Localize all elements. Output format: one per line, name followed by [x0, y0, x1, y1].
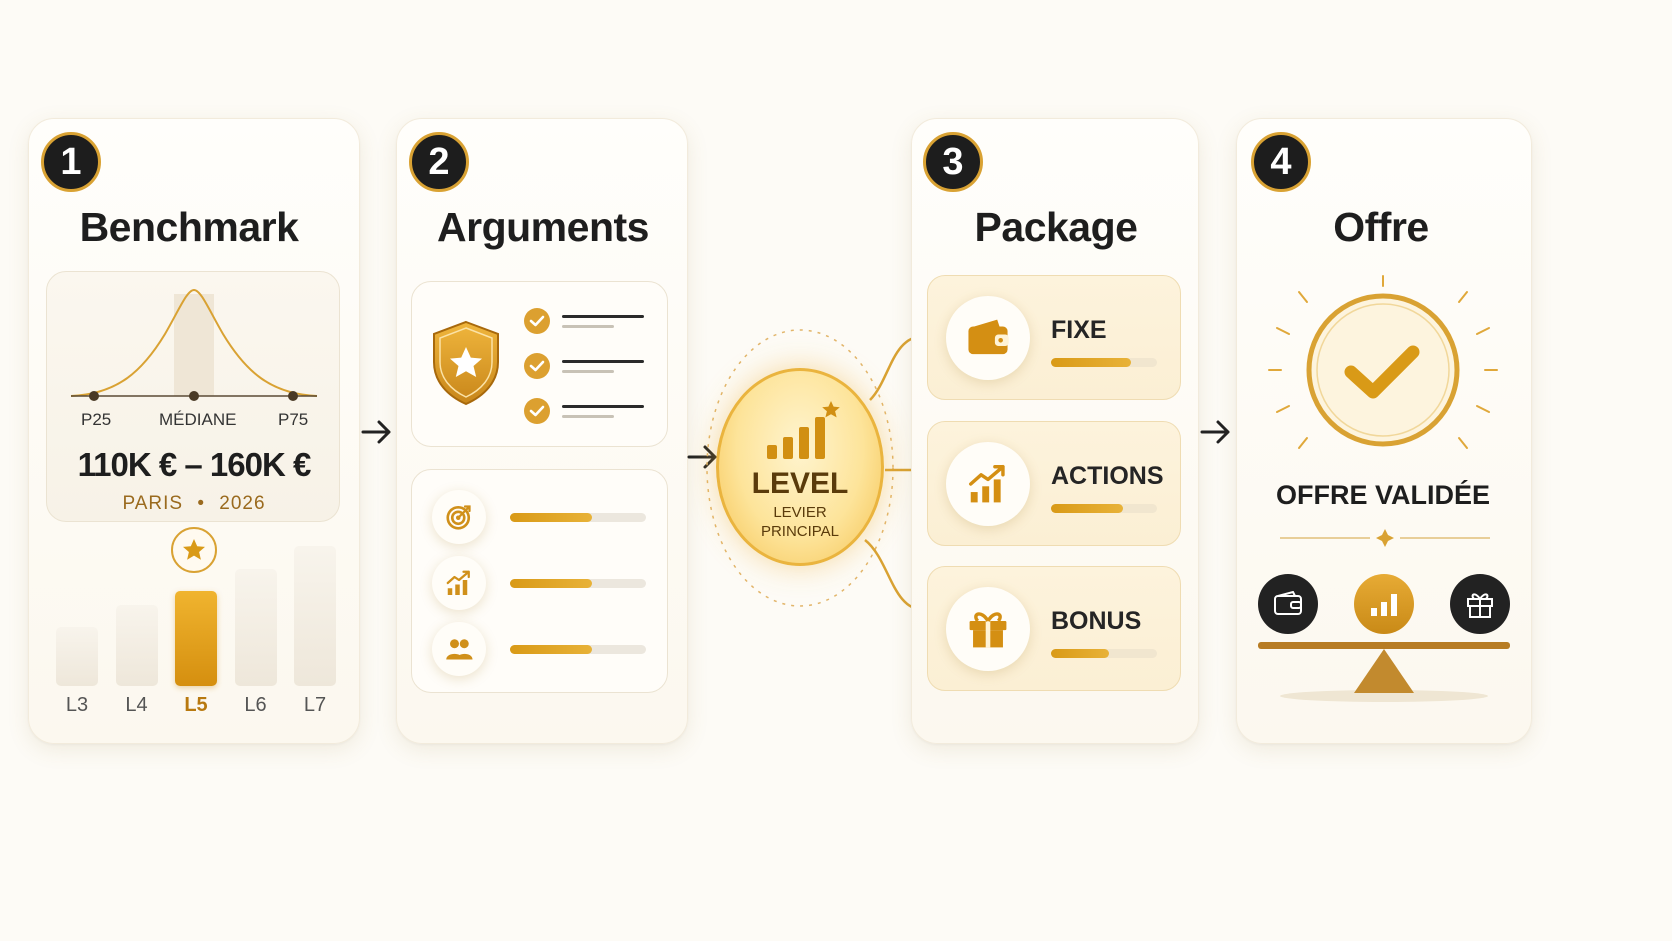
- level-label-l5: L5: [184, 694, 208, 716]
- p25-marker: [89, 391, 99, 401]
- checklist-item: [524, 396, 654, 426]
- checklist-line: [562, 360, 644, 363]
- offer-status-label: OFFRE VALIDÉE: [1275, 480, 1490, 510]
- arguments-progress-panel: [411, 469, 668, 693]
- argument-progress-fill: [510, 579, 592, 588]
- balance-scale: [1258, 642, 1510, 702]
- level-subtitle-line1: LEVIER: [773, 504, 827, 521]
- level-bar-l3: [56, 627, 98, 686]
- argument-progress-track: [510, 513, 646, 522]
- package-label-actions: ACTIONS: [1051, 462, 1164, 490]
- p75-marker: [288, 391, 298, 401]
- level-label-l4: L4: [125, 694, 148, 716]
- package-item-fixe: FIXE: [927, 275, 1181, 400]
- package-item-actions: ACTIONS: [927, 421, 1181, 546]
- level-bar-chart: L3 L4 L5 L6 L7: [46, 527, 346, 730]
- argument-progress-fill: [510, 645, 592, 654]
- team-icon: [432, 622, 486, 676]
- package-progress-fill: [1051, 649, 1109, 658]
- bell-curve: [70, 288, 318, 397]
- step-number-badge-2: 2: [409, 132, 469, 192]
- highlight-star-icon: [171, 527, 217, 573]
- balance-gift-icon: [1450, 574, 1510, 634]
- argument-progress-track: [510, 579, 646, 588]
- growth-chart-icon: [946, 442, 1030, 526]
- balance-bar-chart-icon: [1354, 574, 1414, 634]
- check-icon: [524, 398, 550, 424]
- step-title-offer: Offre: [1333, 204, 1429, 250]
- arrow-right-icon: [361, 420, 391, 444]
- step-title-arguments: Arguments: [437, 204, 649, 250]
- shield-star-icon: [433, 320, 499, 406]
- year-label: 2026: [219, 493, 266, 514]
- argument-progress-track: [510, 645, 646, 654]
- check-icon: [524, 353, 550, 379]
- package-label-fixe: FIXE: [1051, 316, 1107, 344]
- checklist-item: [524, 306, 654, 336]
- salary-distribution-panel: P25 MÉDIANE P75 110K € – 160K € PARIS • …: [46, 271, 340, 522]
- checklist-item: [524, 351, 654, 381]
- location-separator: •: [197, 493, 205, 514]
- location-year: PARIS • 2026: [47, 493, 341, 515]
- growth-chart-icon: [432, 556, 486, 610]
- checklist-subline: [562, 415, 614, 418]
- package-progress-fill: [1051, 358, 1131, 367]
- package-progress-track: [1051, 358, 1157, 367]
- level-bar-l4: [115, 605, 158, 686]
- sunburst-rays: [1268, 275, 1498, 449]
- level-title: LEVEL: [751, 467, 849, 500]
- offer-divider: [1280, 529, 1490, 547]
- step-title-package: Package: [974, 204, 1138, 250]
- check-icon: [524, 308, 550, 334]
- validated-check-icon: [1268, 275, 1498, 449]
- checklist-subline: [562, 325, 614, 328]
- step-number-badge-1: 1: [41, 132, 101, 192]
- package-progress-track: [1051, 649, 1157, 658]
- salary-range: 110K € – 160K €: [77, 446, 312, 483]
- checklist-subline: [562, 370, 614, 373]
- level-bar-chart-icon: [767, 401, 840, 459]
- median-label: MÉDIANE: [159, 410, 237, 429]
- level-bar-l5: [175, 591, 217, 686]
- checklist-line: [562, 405, 644, 408]
- argument-progress-fill: [510, 513, 592, 522]
- arrow-right-icon: [1200, 420, 1230, 444]
- median-band: [174, 294, 214, 396]
- step-number-badge-3: 3: [923, 132, 983, 192]
- level-subtitle-line2: PRINCIPAL: [760, 523, 840, 540]
- level-bar-l7: [294, 546, 336, 686]
- level-label-l7: L7: [303, 694, 327, 716]
- median-marker: [189, 391, 199, 401]
- level-label-l3: L3: [65, 694, 89, 716]
- package-item-bonus: BONUS: [927, 566, 1181, 691]
- wallet-icon: [946, 296, 1030, 380]
- checklist-line: [562, 315, 644, 318]
- level-bar-l6: [234, 569, 277, 686]
- target-icon: [432, 490, 486, 544]
- gift-icon: [946, 587, 1030, 671]
- p75-label: P75: [278, 410, 309, 429]
- package-progress-fill: [1051, 504, 1123, 513]
- level-label-l6: L6: [244, 694, 267, 716]
- location-label: PARIS: [122, 493, 184, 514]
- arguments-checklist-panel: [411, 281, 668, 447]
- balance-wallet-icon: [1258, 574, 1318, 634]
- distribution-curve-chart: [70, 288, 318, 401]
- step-title-benchmark: Benchmark: [79, 204, 299, 250]
- package-label-bonus: BONUS: [1051, 607, 1142, 635]
- level-central-node: LEVEL LEVIER PRINCIPAL: [716, 368, 884, 566]
- package-progress-track: [1051, 504, 1157, 513]
- p25-label: P25: [81, 410, 112, 429]
- arrow-right-icon: [687, 445, 717, 469]
- step-number-badge-4: 4: [1251, 132, 1311, 192]
